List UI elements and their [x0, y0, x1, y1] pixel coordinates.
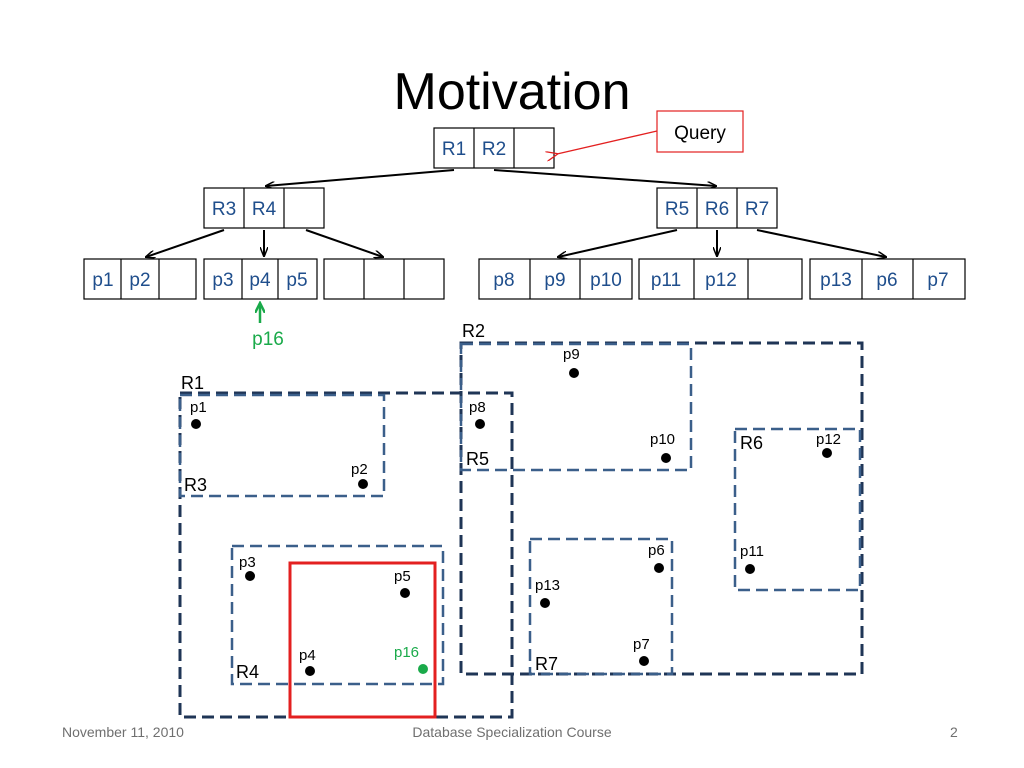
query-arrow — [557, 130, 658, 154]
label-r4: R4 — [236, 662, 259, 682]
point-p3: p3 — [239, 554, 256, 581]
svg-text:p6: p6 — [648, 542, 665, 559]
region-r3 — [178, 393, 386, 498]
region-r2 — [459, 341, 864, 676]
svg-text:p8: p8 — [469, 399, 486, 416]
entry-r4: R4 — [252, 199, 277, 220]
footer-date: November 11, 2010 — [62, 724, 184, 740]
leaf-entry-p9: p9 — [544, 270, 565, 291]
entry-r3: R3 — [212, 199, 236, 220]
edge-r5-leaf — [558, 229, 678, 257]
root-node: R1 R2 — [433, 127, 555, 169]
page-number: 2 — [950, 724, 958, 740]
root-entry-r1: R1 — [442, 139, 466, 160]
svg-text:p11: p11 — [740, 543, 764, 560]
point-p1: p1 — [190, 399, 207, 429]
svg-text:p13: p13 — [535, 577, 560, 594]
point-p7: p7 — [633, 636, 650, 666]
region-r5 — [459, 342, 693, 472]
svg-text:p16: p16 — [394, 644, 419, 661]
region-r4 — [230, 544, 445, 686]
leaf-entry-p12: p12 — [705, 270, 737, 291]
edge-extra-leaf — [305, 229, 383, 257]
leaf-entry-p6: p6 — [876, 270, 897, 291]
edge-r7-leaf — [756, 229, 886, 257]
svg-text:p7: p7 — [633, 636, 650, 653]
footer-course: Database Specialization Course — [412, 724, 612, 740]
entry-r7: R7 — [745, 199, 769, 220]
point-p9: p9 — [563, 346, 580, 378]
label-r3: R3 — [184, 475, 207, 495]
query-label: Query — [674, 123, 726, 144]
point-p8: p8 — [469, 399, 486, 429]
point-p6: p6 — [648, 542, 665, 573]
point-p12: p12 — [816, 431, 841, 458]
inserted-point-label: p16 — [252, 329, 284, 350]
leaf-entry-p11: p11 — [651, 270, 681, 291]
leaf-node-6: p13 p6 p7 — [809, 258, 966, 300]
point-p13: p13 — [535, 577, 560, 608]
slide-title: Motivation — [393, 63, 631, 121]
leaf-entry-p7: p7 — [927, 270, 948, 291]
entry-r6: R6 — [705, 199, 729, 220]
leaf-node-1: p1 p2 — [83, 258, 197, 300]
svg-text:p5: p5 — [394, 568, 411, 585]
point-p16: p16 — [394, 644, 428, 674]
label-r1: R1 — [181, 373, 204, 393]
entry-r5: R5 — [665, 199, 689, 220]
leaf-entry-p10: p10 — [590, 270, 622, 291]
point-p11: p11 — [740, 543, 764, 574]
query-rectangle — [288, 561, 437, 719]
leaf-entry-p5: p5 — [286, 270, 307, 291]
svg-text:p4: p4 — [299, 647, 316, 664]
leaf-node-5: p11 p12 — [638, 258, 803, 300]
leaf-node-3 — [323, 258, 445, 300]
node-r5-r6-r7: R5 R6 R7 — [656, 187, 778, 229]
leaf-node-4: p8 p9 p10 — [478, 258, 633, 300]
label-r5: R5 — [466, 449, 489, 469]
svg-text:p9: p9 — [563, 346, 580, 363]
svg-text:p12: p12 — [816, 431, 841, 448]
leaf-entry-p1: p1 — [92, 270, 113, 291]
svg-text:p3: p3 — [239, 554, 256, 571]
leaf-entry-p8: p8 — [493, 270, 514, 291]
point-p4: p4 — [299, 647, 316, 676]
edge-root-left — [266, 169, 455, 186]
label-r7: R7 — [535, 654, 558, 674]
root-entry-r2: R2 — [482, 139, 506, 160]
leaf-node-2: p3 p4 p5 — [203, 258, 318, 300]
svg-text:p2: p2 — [351, 461, 368, 478]
leaf-entry-p2: p2 — [129, 270, 150, 291]
label-r2: R2 — [462, 321, 485, 341]
leaf-entry-p13: p13 — [820, 270, 852, 291]
point-p10: p10 — [650, 431, 675, 463]
edge-r3-leaf — [146, 229, 225, 257]
svg-text:p10: p10 — [650, 431, 675, 448]
query-callout: Query — [557, 110, 744, 154]
region-r6 — [733, 427, 862, 592]
node-r3-r4: R3 R4 — [203, 187, 325, 229]
svg-text:p1: p1 — [190, 399, 207, 416]
point-p5: p5 — [394, 568, 411, 598]
leaf-entry-p4: p4 — [249, 270, 271, 291]
leaf-entry-p3: p3 — [212, 270, 233, 291]
label-r6: R6 — [740, 433, 763, 453]
point-p2: p2 — [351, 461, 368, 489]
region-r7 — [528, 537, 674, 676]
edge-root-right — [493, 169, 716, 186]
